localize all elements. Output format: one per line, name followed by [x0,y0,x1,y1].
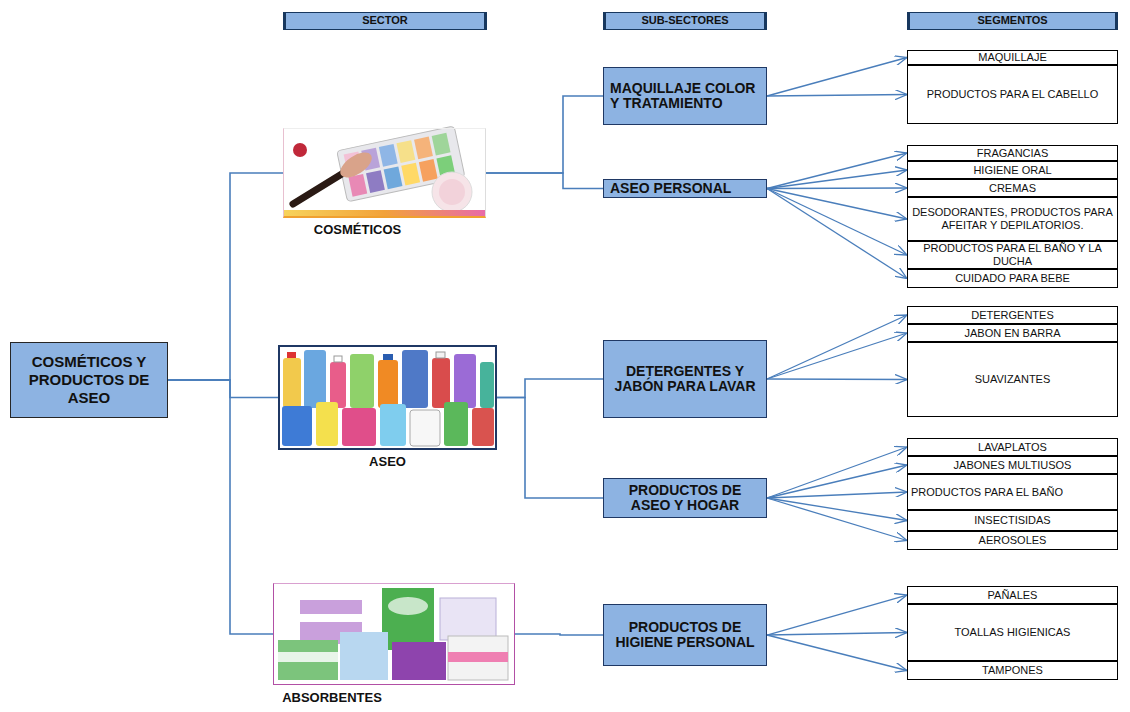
arrow-connector [767,153,907,189]
segment-box: CREMAS [907,179,1118,197]
segment-box: JABONES MULTIUSOS [907,456,1118,474]
tree-connector [168,380,278,398]
segment-box: FRAGANCIAS [907,145,1118,161]
arrow-connector [767,635,907,671]
arrow-connector [767,170,907,189]
box-label: MAQUILLAJE COLOR Y TRATAMIENTO [610,81,760,112]
segment-box: PRODUCTOS PARA EL CABELLO [907,65,1118,124]
tree-connector [168,173,283,380]
arrow-connector [767,498,907,541]
subsector-box: DETERGENTES Y JABÓN PARA LAVAR [603,340,767,418]
tree-connector [497,398,603,499]
arrow-connector [767,187,907,189]
sector-frame: COSMÉTICOS [283,128,486,218]
segment-box: AEROSOLES [907,531,1118,550]
segment-box: LAVAPLATOS [907,438,1118,456]
segment-box: TOALLAS HIGIENICAS [907,604,1118,661]
arrow-connector [767,595,907,635]
box-label: AEROSOLES [911,534,1114,547]
arrow-connector [767,447,907,498]
arrow-connector [767,315,907,379]
segment-box: CUIDADO PARA BEBE [907,269,1118,288]
box-label: TAMPONES [911,664,1114,677]
box-label: COSMÉTICOS Y PRODUCTOS DE ASEO [15,353,163,407]
box-label: CUIDADO PARA BEBE [911,272,1114,285]
sector-caption: ASEO [280,454,495,469]
segment-box: SUAVIZANTES [907,342,1118,417]
subsector-box: ASEO PERSONAL [603,179,767,198]
box-label: SECTOR [286,14,484,27]
box-label: PRODUCTOS PARA EL BAÑO Y LA DUCHA [911,242,1114,267]
segment-box: JABON EN BARRA [907,324,1118,342]
arrow-connector [767,189,907,279]
arrow-connector [767,189,907,220]
box-label: FRAGANCIAS [911,147,1114,160]
box-label: SUB-SECTORES [606,14,764,27]
box-label: PRODUCTOS PARA EL BAÑO [911,486,1114,499]
arrow-connector [767,189,907,256]
box-label: INSECTISIDAS [911,514,1114,527]
segment-box: PAÑALES [907,586,1118,604]
sector-frame: ABSORBENTES [273,583,515,685]
segment-box: PRODUCTOS PARA EL BAÑO [907,474,1118,510]
box-label: HIGIENE ORAL [911,164,1114,177]
box-label: PRODUCTOS DE ASEO Y HOGAR [610,483,760,514]
box-label: SEGMENTOS [910,14,1115,27]
subsector-box: MAQUILLAJE COLOR Y TRATAMIENTO [603,67,767,125]
box-label: DESODORANTES, PRODUCTOS PARA AFEITAR Y D… [911,206,1114,231]
subsector-box: PRODUCTOS DE ASEO Y HOGAR [603,478,767,518]
absorbent-products-illustration [274,584,514,684]
arrow-connector [767,465,907,498]
sector-caption: ABSORBENTES [212,690,452,705]
box-label: PRODUCTOS PARA EL CABELLO [911,88,1114,101]
segment-box: MAQUILLAJE [907,50,1118,65]
box-label: SUAVIZANTES [911,373,1114,386]
tree-connector [168,380,273,634]
column-header: SECTOR [283,12,487,30]
sector-frame: ASEO [278,345,497,450]
box-label: JABONES MULTIUSOS [911,459,1114,472]
arrow-connector [767,58,907,97]
tree-connector [497,379,603,398]
box-label: ASEO PERSONAL [610,181,760,196]
arrow-connector [767,633,907,636]
box-label: DETERGENTES [911,309,1114,322]
segment-box: TAMPONES [907,661,1118,680]
tree-connector [486,173,603,189]
cleaning-products-illustration [279,346,496,449]
segment-box: INSECTISIDAS [907,510,1118,531]
segment-box: DESODORANTES, PRODUCTOS PARA AFEITAR Y D… [907,197,1118,241]
subsector-box: PRODUCTOS DE HIGIENE PERSONAL [603,604,767,666]
arrow-connector [767,498,907,521]
segment-box: PRODUCTOS PARA EL BAÑO Y LA DUCHA [907,241,1118,269]
box-label: CREMAS [911,182,1114,195]
box-label: PRODUCTOS DE HIGIENE PERSONAL [610,620,760,651]
arrow-connector [767,378,907,380]
box-label: LAVAPLATOS [911,441,1114,454]
box-label: TOALLAS HIGIENICAS [911,626,1114,639]
column-header: SUB-SECTORES [603,12,767,30]
arrow-connector [767,95,907,97]
arrow-connector [767,492,907,498]
box-label: DETERGENTES Y JABÓN PARA LAVAR [610,364,760,395]
box-label: PAÑALES [911,589,1114,602]
root-box: COSMÉTICOS Y PRODUCTOS DE ASEO [10,342,168,418]
tree-connector [515,634,603,635]
cosmetics-illustration [284,126,485,217]
column-header: SEGMENTOS [907,12,1118,30]
sector-caption: COSMÉTICOS [257,222,458,237]
segment-box: HIGIENE ORAL [907,161,1118,179]
box-label: MAQUILLAJE [911,51,1114,64]
arrow-connector [767,333,907,379]
segment-box: DETERGENTES [907,306,1118,324]
tree-connector [486,96,603,173]
box-label: JABON EN BARRA [911,327,1114,340]
